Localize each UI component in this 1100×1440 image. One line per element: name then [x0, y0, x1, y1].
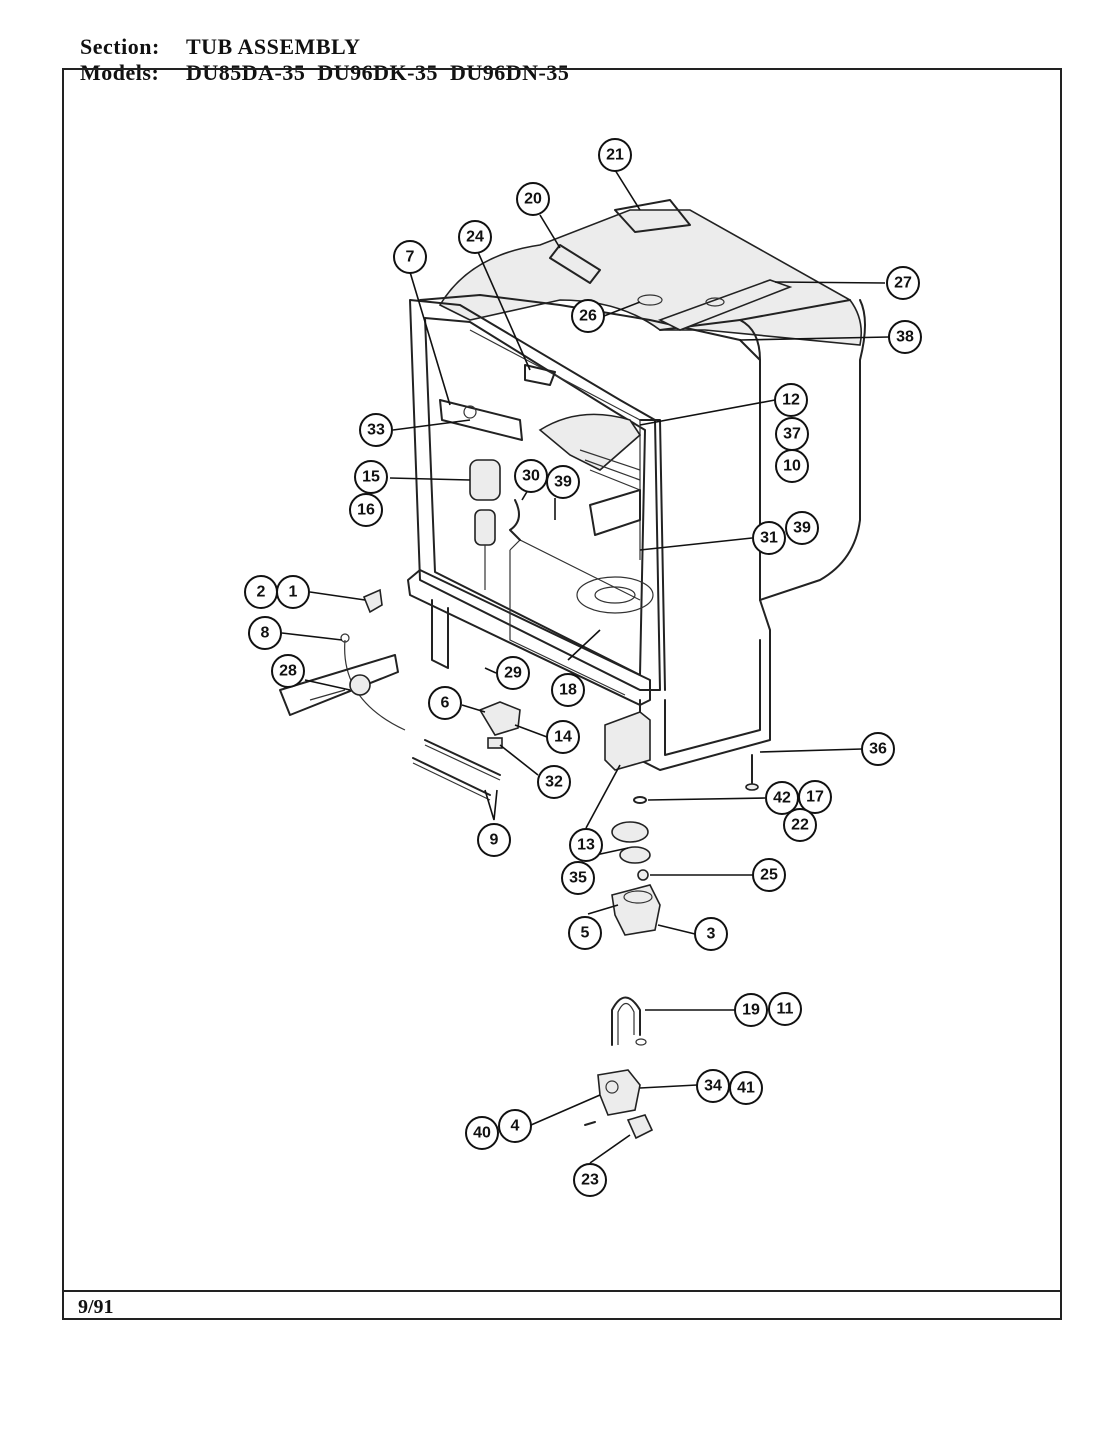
callout-26: 26: [571, 299, 605, 333]
callout-30: 30: [514, 459, 548, 493]
callout-13: 13: [569, 828, 603, 862]
callout-2: 2: [244, 575, 278, 609]
svg-text:27: 27: [894, 275, 912, 292]
callout-19: 19: [734, 993, 768, 1027]
callout-9: 9: [477, 823, 511, 857]
svg-text:8: 8: [261, 625, 270, 642]
footer-divider: [62, 1290, 1062, 1292]
svg-text:4: 4: [511, 1118, 520, 1135]
callout-39-lower: 39: [785, 511, 819, 545]
tub-body: [407, 199, 866, 771]
callout-35: 35: [561, 861, 595, 895]
svg-text:24: 24: [466, 229, 484, 246]
callout-31: 31: [752, 521, 786, 555]
svg-text:3: 3: [707, 926, 716, 943]
callout-38: 38: [888, 320, 922, 354]
callout-18: 18: [551, 673, 585, 707]
svg-text:40: 40: [473, 1125, 491, 1142]
svg-text:30: 30: [522, 468, 540, 485]
svg-text:31: 31: [760, 530, 778, 547]
section-label: Section:: [80, 34, 160, 59]
svg-text:32: 32: [545, 774, 563, 791]
svg-text:37: 37: [783, 426, 801, 443]
callout-41: 41: [729, 1071, 763, 1105]
svg-text:22: 22: [791, 817, 809, 834]
svg-text:12: 12: [782, 392, 800, 409]
callout-5: 5: [568, 916, 602, 950]
svg-text:11: 11: [777, 1001, 794, 1018]
models-label: Models:: [80, 60, 160, 85]
svg-text:33: 33: [367, 422, 385, 439]
callout-7: 7: [393, 240, 427, 274]
callout-33: 33: [359, 413, 393, 447]
callout-42: 42: [765, 781, 799, 815]
callout-40: 40: [465, 1116, 499, 1150]
callout-21: 21: [598, 138, 632, 172]
svg-text:38: 38: [896, 329, 914, 346]
section-title: TUB ASSEMBLY: [186, 34, 361, 59]
svg-text:1: 1: [289, 584, 298, 601]
svg-text:25: 25: [760, 867, 778, 884]
callout-15: 15: [354, 460, 388, 494]
callout-27: 27: [886, 266, 920, 300]
callout-4: 4: [498, 1109, 532, 1143]
svg-text:42: 42: [773, 790, 791, 807]
callout-14: 14: [546, 720, 580, 754]
callout-32: 32: [537, 765, 571, 799]
callout-10: 10: [775, 449, 809, 483]
svg-text:13: 13: [577, 837, 595, 854]
svg-text:23: 23: [581, 1172, 599, 1189]
callout-8: 8: [248, 616, 282, 650]
svg-text:29: 29: [504, 665, 522, 682]
callout-20: 20: [516, 182, 550, 216]
callout-24: 24: [458, 220, 492, 254]
callout-29: 29: [496, 656, 530, 690]
callout-22: 22: [783, 808, 817, 842]
svg-text:7: 7: [406, 249, 415, 266]
svg-text:39: 39: [554, 474, 572, 491]
callout-37: 37: [775, 417, 809, 451]
svg-text:34: 34: [704, 1078, 722, 1095]
callout-25: 25: [752, 858, 786, 892]
loose-parts: [279, 588, 759, 1140]
callout-17: 17: [798, 780, 832, 814]
callout-36: 36: [861, 732, 895, 766]
svg-text:14: 14: [554, 729, 572, 746]
footer-date: 9/91: [78, 1296, 114, 1318]
svg-text:28: 28: [279, 663, 297, 680]
callout-16: 16: [349, 493, 383, 527]
callout-11: 11: [768, 992, 802, 1026]
svg-text:19: 19: [742, 1002, 760, 1019]
svg-text:21: 21: [606, 147, 624, 164]
svg-text:15: 15: [362, 469, 380, 486]
svg-text:26: 26: [579, 308, 597, 325]
callout-23: 23: [573, 1163, 607, 1197]
models-list: DU85DA-35 DU96DK-35 DU96DN-35: [186, 60, 570, 85]
callout-28: 28: [271, 654, 305, 688]
svg-text:17: 17: [806, 789, 824, 806]
svg-text:35: 35: [569, 870, 587, 887]
diagram-frame: [62, 68, 1062, 1320]
svg-text:39: 39: [793, 520, 811, 537]
svg-text:10: 10: [783, 458, 801, 475]
callout-34: 34: [696, 1069, 730, 1103]
callout-39-upper: 39: [546, 465, 580, 499]
svg-text:20: 20: [524, 191, 542, 208]
svg-text:41: 41: [737, 1080, 755, 1097]
svg-text:18: 18: [559, 682, 577, 699]
callouts: 21 20 24 7 27 26 38 12 37 10 33 15 16 30…: [244, 138, 922, 1197]
svg-text:9: 9: [490, 832, 499, 849]
callout-3: 3: [694, 917, 728, 951]
svg-text:5: 5: [581, 925, 590, 942]
callout-12: 12: [774, 383, 808, 417]
svg-text:36: 36: [869, 741, 887, 758]
leader-lines: [281, 169, 890, 1164]
callout-1: 1: [276, 575, 310, 609]
svg-text:6: 6: [441, 695, 450, 712]
svg-text:2: 2: [257, 584, 266, 601]
svg-text:16: 16: [357, 502, 375, 519]
callout-6: 6: [428, 686, 462, 720]
